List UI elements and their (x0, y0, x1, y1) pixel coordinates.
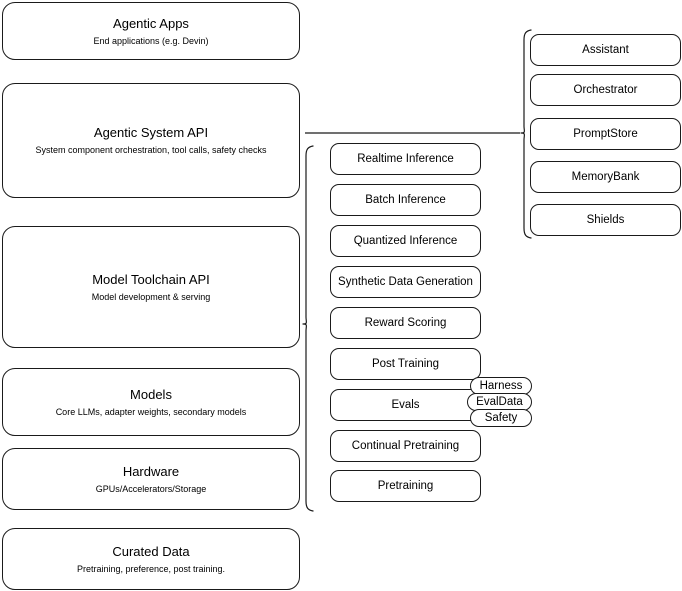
layer-title: Hardware (122, 463, 180, 479)
badge-evaldata[interactable]: EvalData (467, 393, 532, 411)
layer-title: Agentic System API (93, 125, 209, 140)
layer-hardware[interactable]: Hardware GPUs/Accelerators/Storage (2, 448, 300, 510)
brace-toolchain-components (302, 145, 314, 512)
layer-models[interactable]: Models Core LLMs, adapter weights, secon… (2, 368, 300, 436)
layer-subtitle: End applications (e.g. Devin) (93, 35, 209, 46)
layer-subtitle: Model development & serving (91, 291, 211, 302)
component-reward-scoring[interactable]: Reward Scoring (330, 307, 481, 339)
layer-subtitle: Core LLMs, adapter weights, secondary mo… (55, 406, 247, 417)
component-realtime-inference[interactable]: Realtime Inference (330, 143, 481, 175)
component-pretraining[interactable]: Pretraining (330, 470, 481, 502)
component-quantized-inference[interactable]: Quantized Inference (330, 225, 481, 257)
layer-subtitle: System component orchestration, tool cal… (35, 145, 267, 155)
layer-curated-data[interactable]: Curated Data Pretraining, preference, po… (2, 528, 300, 590)
component-promptstore[interactable]: PromptStore (530, 118, 681, 150)
component-post-training[interactable]: Post Training (330, 348, 481, 380)
layer-subtitle: GPUs/Accelerators/Storage (95, 483, 207, 494)
layer-agentic-apps[interactable]: Agentic Apps End applications (e.g. Devi… (2, 2, 300, 60)
layer-title: Agentic Apps (113, 15, 189, 31)
layer-title: Model Toolchain API (92, 271, 210, 287)
layer-agentic-system-api[interactable]: Agentic System API System component orch… (2, 83, 300, 198)
layer-subtitle: Pretraining, preference, post training. (76, 563, 226, 574)
component-memorybank[interactable]: MemoryBank (530, 161, 681, 193)
component-batch-inference[interactable]: Batch Inference (330, 184, 481, 216)
component-continual-pretraining[interactable]: Continual Pretraining (330, 430, 481, 462)
badge-safety[interactable]: Safety (470, 409, 532, 427)
layer-model-toolchain-api[interactable]: Model Toolchain API Model development & … (2, 226, 300, 348)
badge-harness[interactable]: Harness (470, 377, 532, 395)
layer-title: Models (130, 386, 172, 402)
component-synthetic-data-generation[interactable]: Synthetic Data Generation (330, 266, 481, 298)
component-shields[interactable]: Shields (530, 204, 681, 236)
component-evals[interactable]: Evals (330, 389, 481, 421)
layer-title: Curated Data (112, 543, 190, 559)
component-assistant[interactable]: Assistant (530, 34, 681, 66)
component-orchestrator[interactable]: Orchestrator (530, 74, 681, 106)
